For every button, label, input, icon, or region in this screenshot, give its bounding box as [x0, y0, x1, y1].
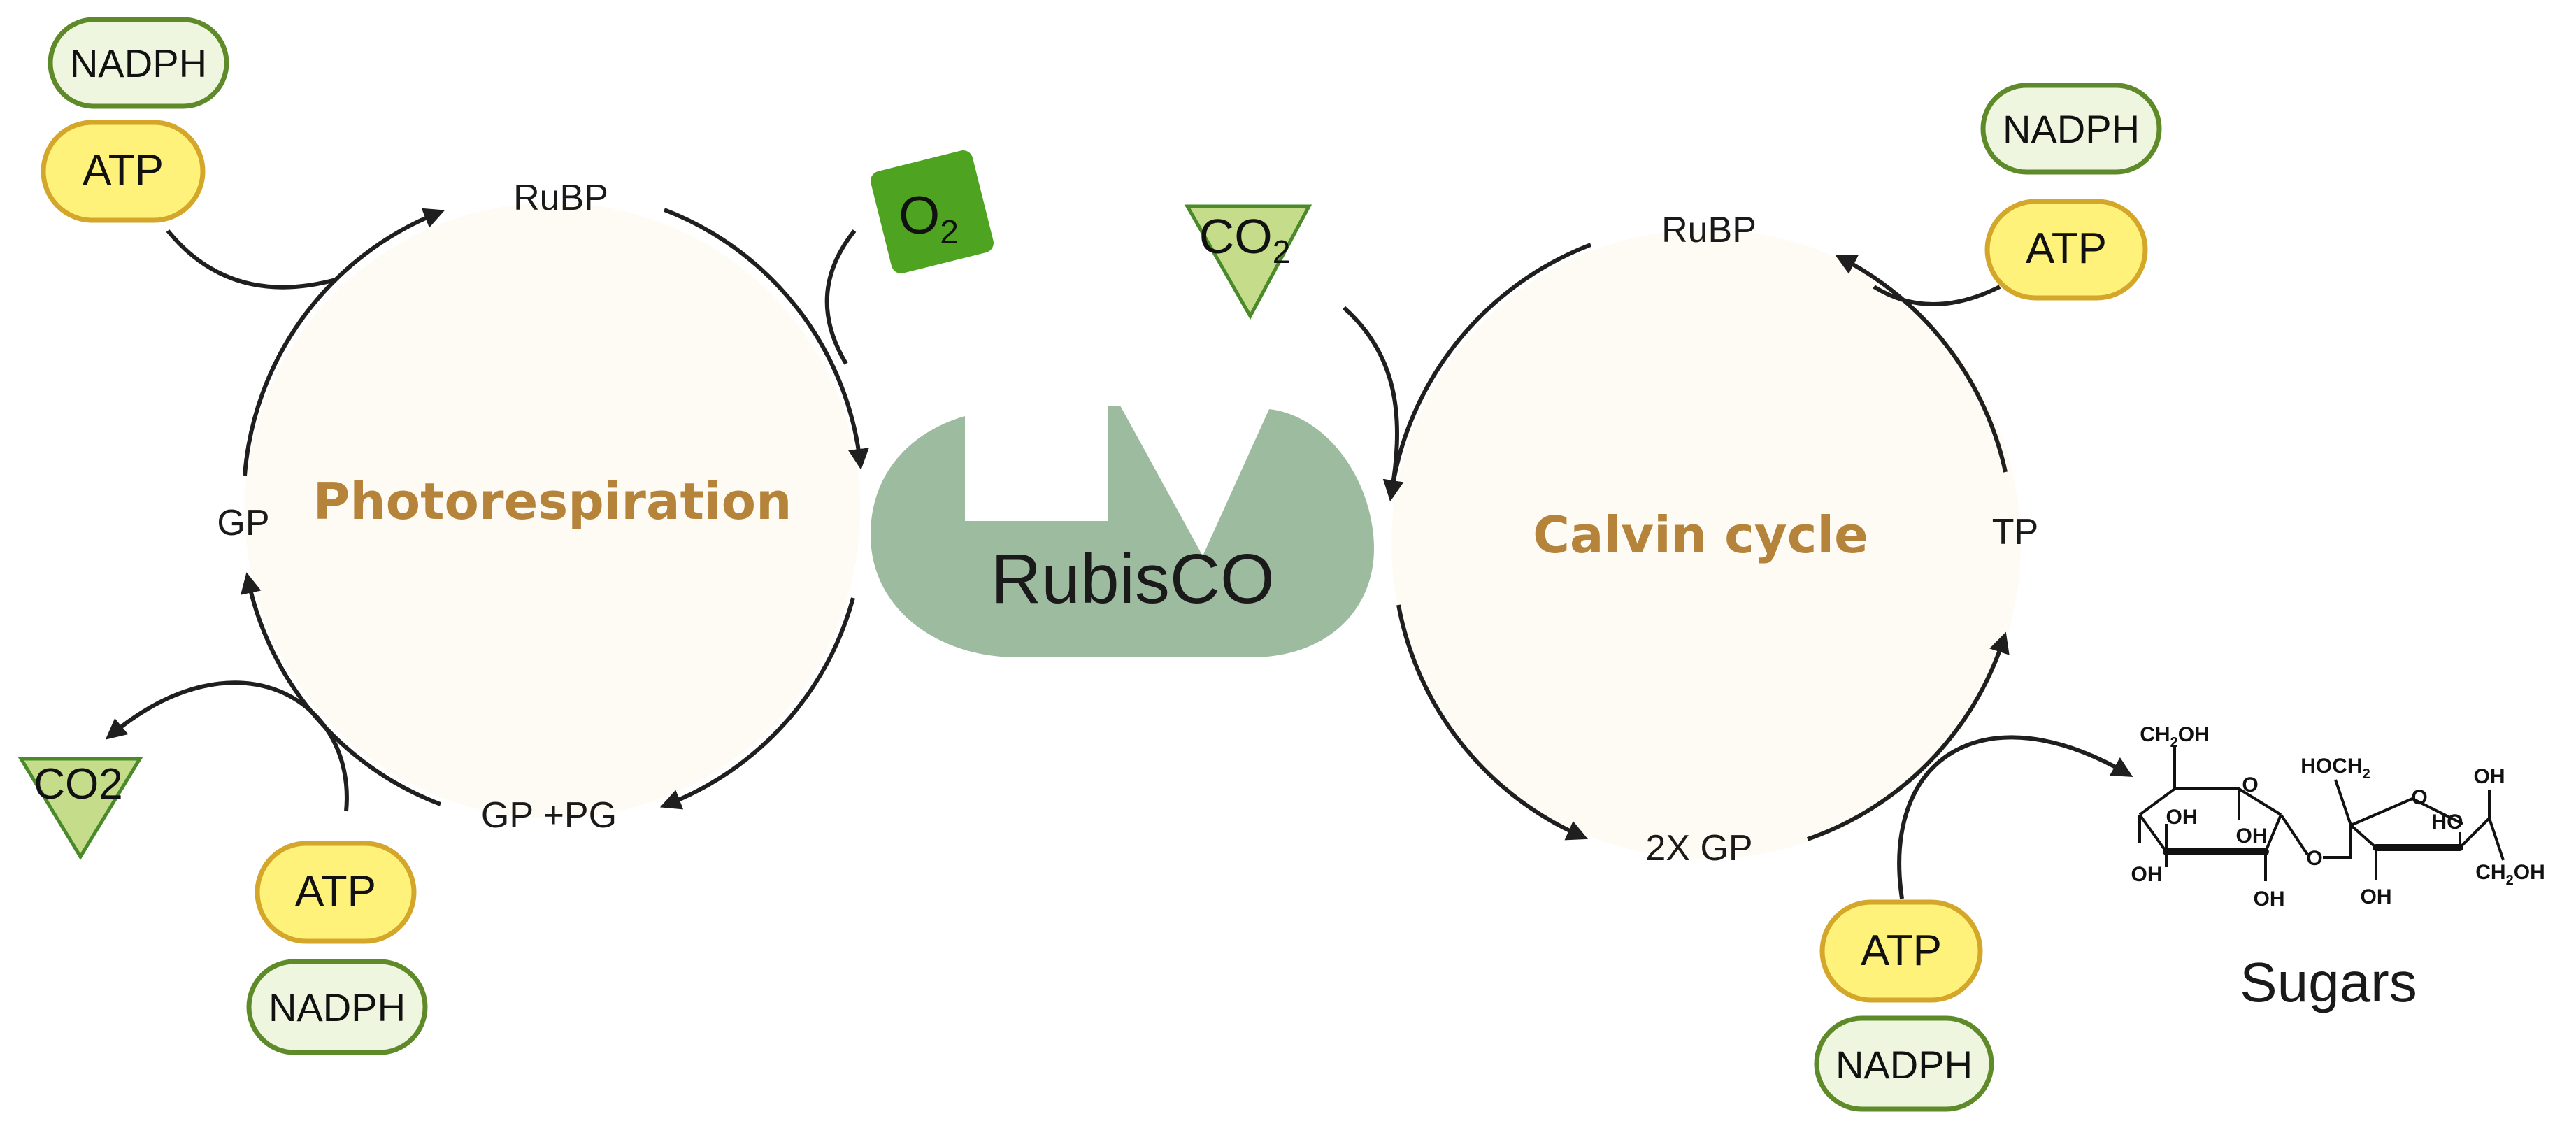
o2-input-arrow — [824, 229, 857, 365]
nadph-pill-top-left — [48, 17, 229, 109]
nadph-label: NADPH — [1836, 1043, 1973, 1087]
ho-label: HO — [2432, 811, 2463, 834]
tp-label: TP — [1992, 512, 2038, 552]
energy-input-arrow — [166, 229, 336, 290]
co2-release-arrow — [105, 680, 349, 812]
glucose-ring-back — [2138, 787, 2282, 816]
nadph-pill-bottom-right — [1814, 1015, 1994, 1112]
sugars-label: Sugars — [2240, 951, 2417, 1013]
atp-label: ATP — [295, 867, 376, 915]
arrow-rubisco-to-gppg — [659, 597, 855, 810]
gp-pg-label: GP +PG — [481, 795, 617, 836]
arrow-gp-to-rubp — [243, 208, 445, 476]
co2-triangle-center — [1184, 204, 1312, 320]
ring-oxygen-glucose: O — [2242, 773, 2258, 797]
fructose-hoch2: HOCH2 — [2300, 755, 2370, 782]
atp-nadph-input-right: NADPH ATP — [1873, 83, 2162, 306]
co2-input-arrow — [1343, 306, 1404, 501]
atp-nadph-bottom-right: ATP NADPH — [1814, 735, 2133, 1112]
glucose-substituent-bonds — [2138, 789, 2309, 881]
energy-input-arrow-right — [1873, 285, 2001, 306]
nadph-label: NADPH — [269, 985, 406, 1029]
nadph-label: NADPH — [70, 41, 207, 85]
nadph-pill-bottom-left — [246, 959, 428, 1055]
atp-label: ATP — [2026, 224, 2107, 273]
photorespiration-circle — [245, 203, 860, 818]
rubisco-shape — [871, 406, 1374, 657]
atp-pill-top-left — [41, 120, 206, 223]
co2-input: CO2 — [1184, 204, 1404, 501]
arrow-2xgp-to-tp — [1807, 631, 2010, 841]
ring-oxygen-fructose: O — [2411, 786, 2427, 809]
arrow-rubp-to-rubisco-right — [1382, 243, 1592, 501]
gp-label: GP — [217, 503, 269, 543]
fructose-ring-back — [2349, 797, 2463, 849]
rubisco-label: RubisCO — [991, 540, 1275, 618]
o2-input: O2 — [824, 150, 994, 365]
glucose-ch2oh: CH2OH — [2140, 723, 2209, 750]
glycosidic-oxygen: O — [2306, 847, 2322, 870]
rubp-label-left: RuBP — [513, 178, 608, 218]
rubp-label-right: RuBP — [1661, 210, 1756, 250]
atp-nadph-bottom-left: ATP NADPH — [246, 841, 428, 1055]
o2-square — [871, 150, 994, 273]
glucose-ring-right — [2264, 814, 2282, 852]
calvin-cycle-title: Calvin cycle — [1533, 506, 1868, 564]
oh-label: OH — [2474, 765, 2505, 788]
atp-pill-bottom-left — [255, 841, 417, 944]
oh-label: OH — [2131, 863, 2163, 886]
nadph-pill-top-right — [1980, 83, 2162, 175]
nadph-label: NADPH — [2003, 107, 2140, 151]
co2-release: CO2 — [17, 680, 349, 860]
co2-triangle-left — [17, 757, 143, 860]
arrow-tp-to-rubp — [1835, 255, 2008, 473]
calvin-circle — [1391, 229, 2021, 859]
photorespiration-cycle: Photorespiration RuBP GP GP +PG — [217, 178, 869, 836]
photorespiration-title: Photorespiration — [313, 472, 792, 531]
glycosidic-bond — [2323, 825, 2352, 859]
atp-label: ATP — [1861, 927, 1942, 975]
2x-gp-label: 2X GP — [1645, 828, 1752, 869]
o2-label: O2 — [899, 186, 959, 251]
rubisco-enzyme: RubisCO — [871, 406, 1374, 657]
atp-pill-bottom-right — [1819, 899, 1983, 1003]
fructose-substituent-bonds — [2334, 779, 2505, 880]
oh-label: OH — [2361, 885, 2392, 908]
atp-pill-top-right — [1984, 199, 2148, 301]
atp-label: ATP — [83, 146, 164, 194]
atp-nadph-input-left: NADPH ATP — [41, 17, 336, 290]
arrow-rubisco-to-2xgp — [1396, 604, 1588, 841]
arrow-rubp-to-rubisco — [663, 208, 869, 470]
oh-label: OH — [2166, 806, 2198, 829]
sugar-output-arrow — [1897, 735, 2133, 899]
fructose-ch2oh: CH2OH — [2475, 861, 2545, 888]
calvin-cycle: Calvin cycle RuBP TP 2X GP — [1382, 210, 2038, 869]
co2-out-label: CO2 — [34, 760, 122, 808]
co2-in-label: CO2 — [1199, 209, 1291, 270]
oh-label: OH — [2236, 825, 2268, 848]
oh-label: OH — [2254, 887, 2285, 911]
glucose-ring-left — [2138, 813, 2168, 853]
fructose-ring-right — [2459, 817, 2491, 849]
sugar-structure: CH2OH O OH OH OH OH O O HOCH2 OH HO OH C… — [2131, 723, 2545, 1013]
